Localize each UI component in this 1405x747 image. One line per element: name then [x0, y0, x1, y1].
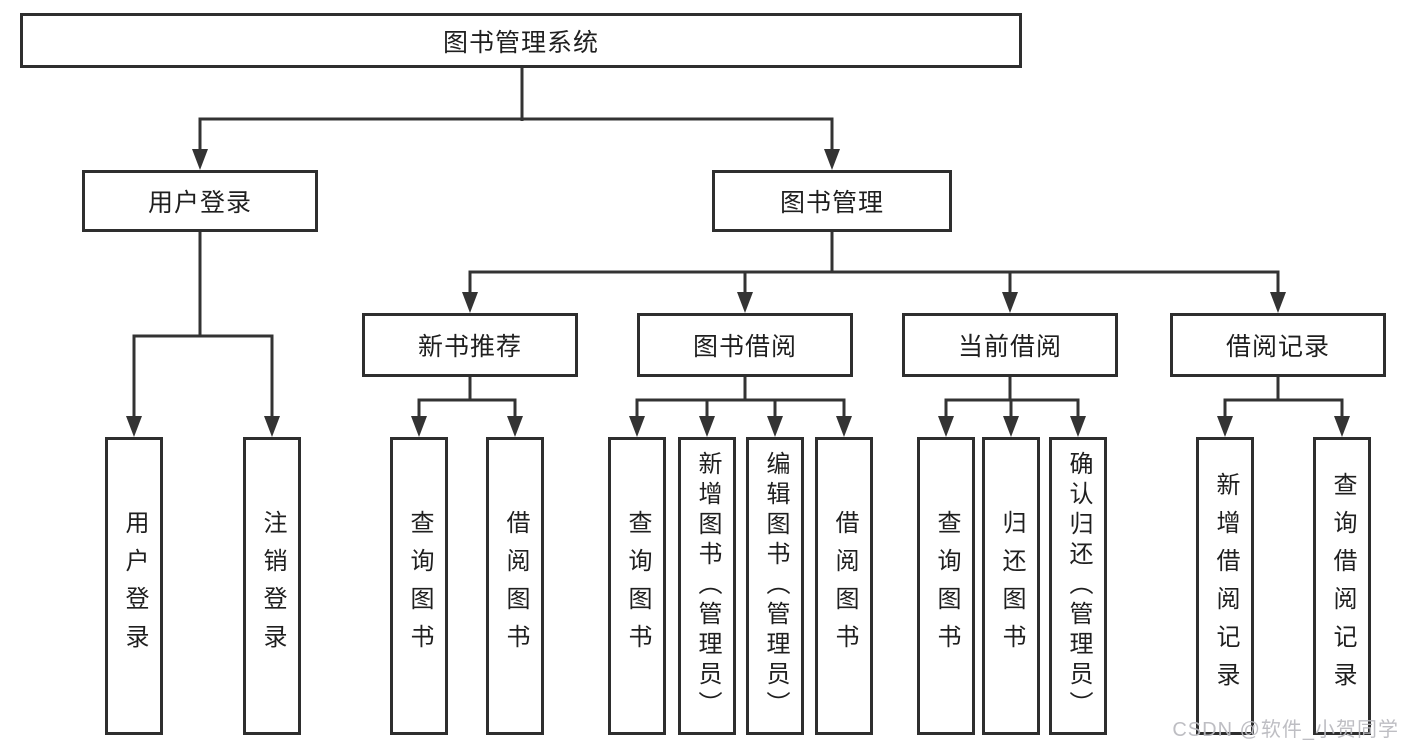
leaf-borrow-books-recommend: 借阅图书 — [486, 437, 544, 735]
node-new-book-recommendation-label: 新书推荐 — [417, 333, 522, 361]
connector-path — [132, 66, 1344, 419]
node-current-borrowing-label: 当前借阅 — [957, 333, 1062, 361]
leaf-add-borrow-record-label: 新增借阅记录 — [1212, 472, 1239, 700]
node-user-login-label: 用户登录 — [147, 189, 252, 217]
node-book-borrowing: 图书借阅 — [637, 313, 853, 377]
leaf-query-books-current-label: 查询图书 — [933, 510, 960, 662]
leaf-add-book-admin: 新增图书（管理员） — [678, 437, 736, 735]
leaf-query-books-recommend: 查询图书 — [390, 437, 448, 735]
node-root: 图书管理系统 — [20, 13, 1022, 68]
node-borrowing-records: 借阅记录 — [1170, 313, 1386, 377]
node-borrowing-records-label: 借阅记录 — [1225, 333, 1330, 361]
node-book-management: 图书管理 — [712, 170, 952, 232]
arrowheads — [126, 149, 1350, 437]
leaf-borrow-books-recommend-label: 借阅图书 — [502, 510, 529, 662]
leaf-user-login: 用户登录 — [105, 437, 163, 735]
leaf-logout-label: 注销登录 — [259, 510, 286, 662]
node-user-login: 用户登录 — [82, 170, 318, 232]
leaf-return-books-label: 归还图书 — [998, 510, 1025, 662]
leaf-edit-book-admin-label: 编辑图书（管理员） — [762, 451, 789, 721]
leaf-edit-book-admin: 编辑图书（管理员） — [746, 437, 804, 735]
node-current-borrowing: 当前借阅 — [902, 313, 1118, 377]
leaf-query-books-current: 查询图书 — [917, 437, 975, 735]
csdn-watermark: CSDN @软件_小贺同学 — [1172, 719, 1399, 741]
leaf-query-books-recommend-label: 查询图书 — [406, 510, 433, 662]
leaf-borrow-books-label: 借阅图书 — [831, 510, 858, 662]
leaf-return-books: 归还图书 — [982, 437, 1040, 735]
leaf-user-login-label: 用户登录 — [121, 510, 148, 662]
node-book-management-label: 图书管理 — [779, 189, 884, 217]
leaf-query-books-borrow-label: 查询图书 — [624, 510, 651, 662]
leaf-logout: 注销登录 — [243, 437, 301, 735]
leaf-confirm-return-admin-label: 确认归还（管理员） — [1065, 451, 1092, 721]
node-new-book-recommendation: 新书推荐 — [362, 313, 578, 377]
leaf-query-borrow-record-label: 查询借阅记录 — [1329, 472, 1356, 700]
node-book-borrowing-label: 图书借阅 — [692, 333, 797, 361]
node-root-label: 图书管理系统 — [442, 28, 599, 57]
leaf-borrow-books: 借阅图书 — [815, 437, 873, 735]
leaf-confirm-return-admin: 确认归还（管理员） — [1049, 437, 1107, 735]
leaf-query-borrow-record: 查询借阅记录 — [1313, 437, 1371, 735]
leaf-query-books-borrow: 查询图书 — [608, 437, 666, 735]
leaf-add-book-admin-label: 新增图书（管理员） — [694, 451, 721, 721]
leaf-add-borrow-record: 新增借阅记录 — [1196, 437, 1254, 735]
